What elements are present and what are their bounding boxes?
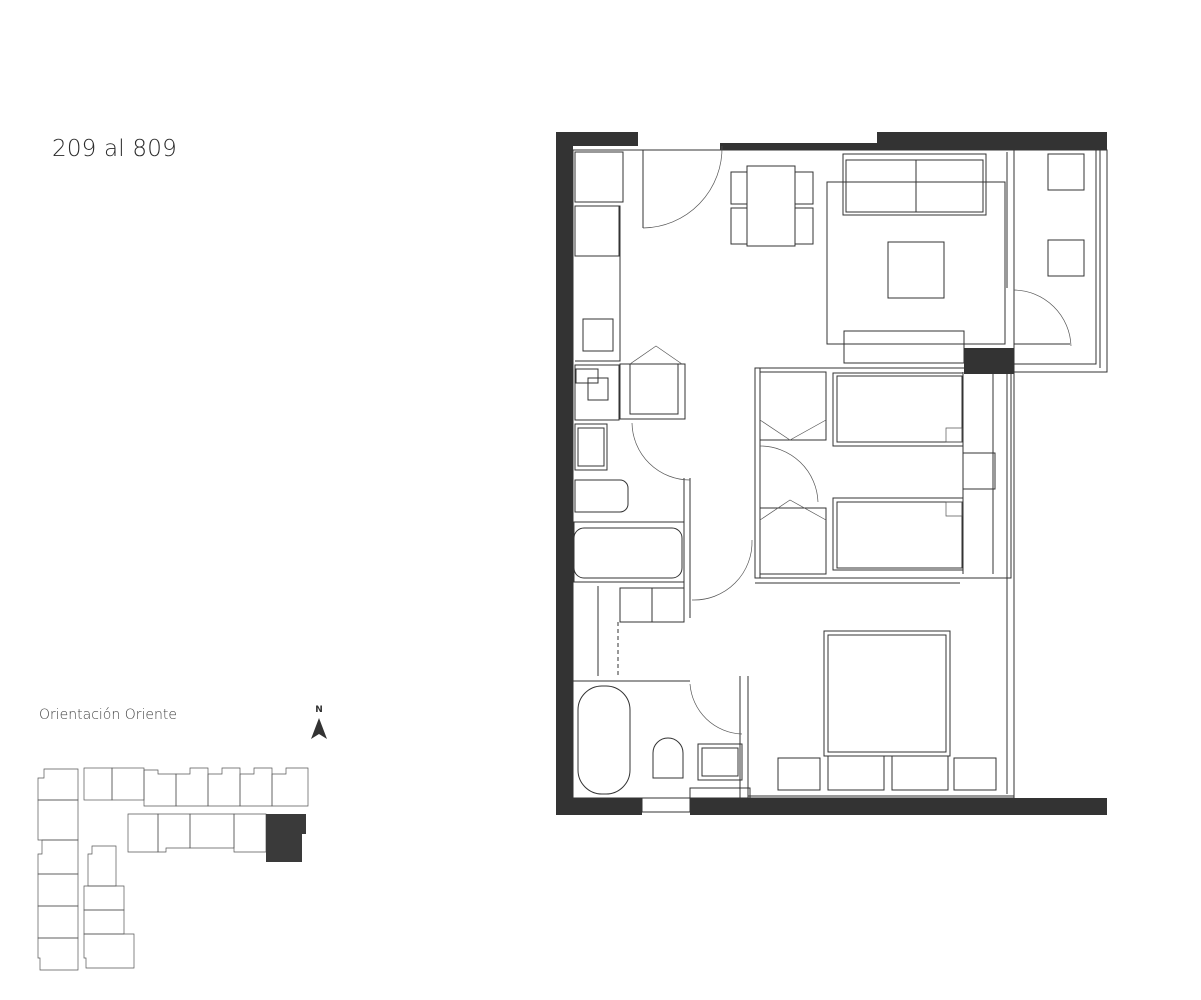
unit-range-title: 209 al 809	[52, 136, 177, 162]
building-key-plan	[34, 762, 314, 977]
north-arrow-icon: N	[308, 702, 330, 742]
north-letter: N	[315, 705, 323, 715]
apartment-floor-plan	[550, 128, 1112, 820]
orientation-label: Orientación Oriente	[39, 707, 177, 723]
